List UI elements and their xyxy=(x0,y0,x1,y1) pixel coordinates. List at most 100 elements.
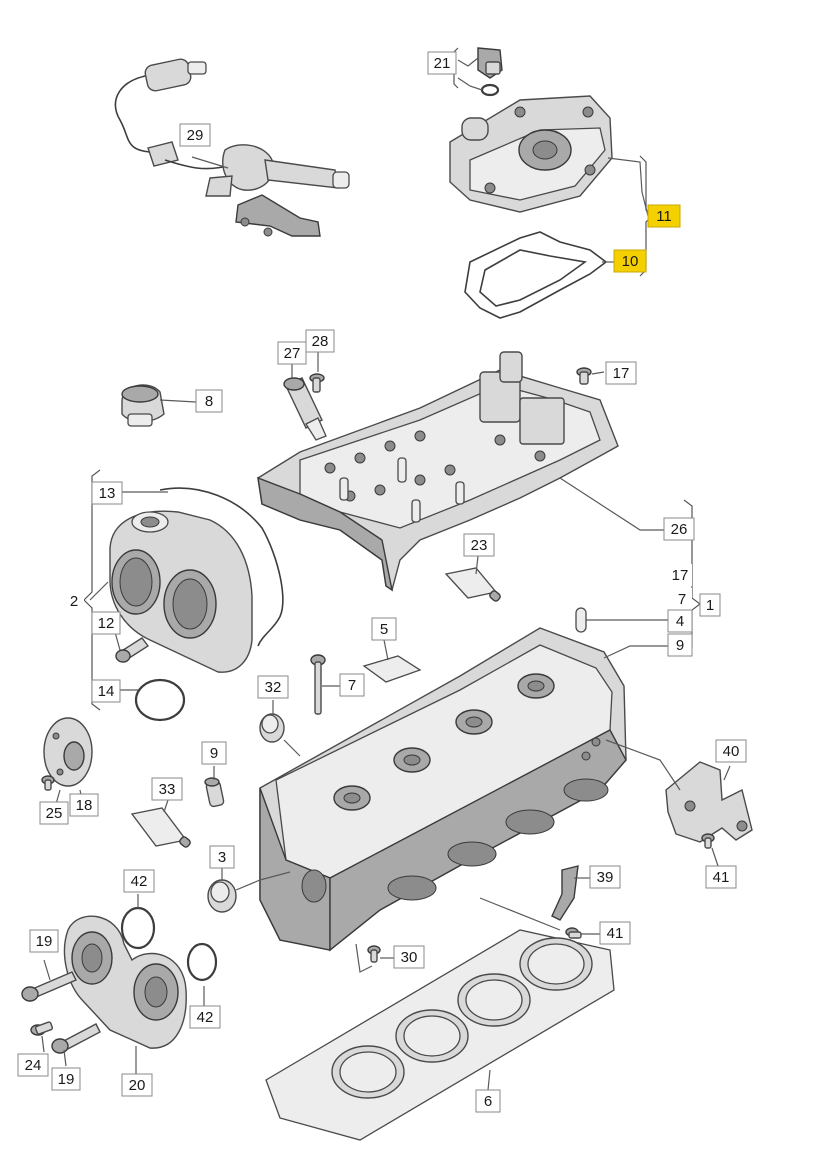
callout-28[interactable]: 28 xyxy=(305,329,335,353)
part-25-bolt[interactable] xyxy=(41,775,55,791)
callout-2: 2 xyxy=(64,590,84,612)
callout-5[interactable]: 5 xyxy=(371,617,397,641)
svg-text:40: 40 xyxy=(723,743,740,760)
callout-9-right[interactable]: 9 xyxy=(667,633,693,657)
svg-text:6: 6 xyxy=(484,1093,492,1110)
svg-text:17: 17 xyxy=(613,365,630,382)
callout-26[interactable]: 26 xyxy=(663,517,695,541)
part-18-flange[interactable] xyxy=(43,717,93,787)
callout-23[interactable]: 23 xyxy=(463,533,495,557)
callout-21[interactable]: 21 xyxy=(427,51,457,75)
callout-9-left[interactable]: 9 xyxy=(201,741,227,765)
part-27-valve[interactable] xyxy=(283,377,327,441)
part-6-head-gasket[interactable] xyxy=(265,929,615,1141)
part-30-bolt[interactable] xyxy=(367,945,381,963)
part-9-stud[interactable] xyxy=(204,777,225,808)
part-10-gasket[interactable] xyxy=(464,231,608,319)
svg-text:41: 41 xyxy=(607,925,624,942)
part-41-bolt-lower[interactable] xyxy=(565,927,582,939)
svg-text:18: 18 xyxy=(76,797,93,814)
part-7-head-bolt[interactable] xyxy=(310,654,326,715)
part-12-bolt[interactable] xyxy=(115,637,150,663)
callout-3[interactable]: 3 xyxy=(209,845,235,869)
leader-lines xyxy=(41,47,731,1091)
callout-32[interactable]: 32 xyxy=(257,675,289,699)
callout-41-lower[interactable]: 41 xyxy=(599,921,631,945)
callout-19-lower[interactable]: 19 xyxy=(51,1067,81,1091)
part-29-vacuum-assembly[interactable] xyxy=(114,58,350,237)
svg-text:42: 42 xyxy=(197,1009,214,1026)
part-21-sensor[interactable] xyxy=(477,47,503,97)
callout-14[interactable]: 14 xyxy=(91,679,121,703)
part-24-bolt[interactable] xyxy=(30,1021,54,1036)
part-13-cover-gasket[interactable] xyxy=(159,487,284,647)
svg-text:19: 19 xyxy=(58,1071,75,1088)
part-19-bolt-upper[interactable] xyxy=(21,971,77,1002)
callout-29[interactable]: 29 xyxy=(179,123,211,147)
callout-33[interactable]: 33 xyxy=(151,777,183,801)
callout-8[interactable]: 8 xyxy=(195,389,223,413)
callout-42-lower[interactable]: 42 xyxy=(189,1005,221,1029)
callout-12[interactable]: 12 xyxy=(91,611,121,635)
part-42-seal-lower[interactable] xyxy=(186,942,218,982)
part-14-seal-ring[interactable] xyxy=(134,678,186,722)
callout-24[interactable]: 24 xyxy=(17,1053,49,1077)
svg-text:3: 3 xyxy=(218,849,226,866)
part-40-bracket[interactable] xyxy=(665,761,753,843)
part-2-timing-cover[interactable] xyxy=(109,510,253,673)
callout-27[interactable]: 27 xyxy=(277,341,307,365)
callout-39[interactable]: 39 xyxy=(589,865,621,889)
part-3-plug[interactable] xyxy=(207,879,237,913)
part-5-bracket[interactable] xyxy=(362,655,422,683)
callout-18[interactable]: 18 xyxy=(69,793,99,817)
part-9-cylinder-head[interactable] xyxy=(259,627,627,952)
part-41-bolt-right[interactable] xyxy=(701,833,715,849)
part-26-head-cover[interactable] xyxy=(257,351,619,592)
svg-text:30: 30 xyxy=(401,949,418,966)
callout-1[interactable]: 1 xyxy=(699,593,721,617)
svg-text:17: 17 xyxy=(672,567,689,584)
svg-text:7: 7 xyxy=(678,591,686,608)
part-33-dowel[interactable] xyxy=(130,807,191,848)
svg-text:23: 23 xyxy=(471,537,488,554)
part-20-bearing-housing[interactable] xyxy=(63,915,187,1049)
svg-text:42: 42 xyxy=(131,873,148,890)
svg-text:41: 41 xyxy=(713,869,730,886)
callout-20[interactable]: 20 xyxy=(121,1073,153,1097)
part-39-bracket[interactable] xyxy=(551,865,579,921)
part-17-bolt[interactable] xyxy=(576,367,592,385)
callout-25[interactable]: 25 xyxy=(39,801,69,825)
part-19-bolt-lower[interactable] xyxy=(51,1023,101,1054)
callout-19-upper[interactable]: 19 xyxy=(29,929,59,953)
svg-text:7: 7 xyxy=(348,677,356,694)
svg-text:26: 26 xyxy=(671,521,688,538)
callout-13[interactable]: 13 xyxy=(91,481,123,505)
callout-10[interactable]: 10 xyxy=(613,249,647,273)
part-42-seal-upper[interactable] xyxy=(120,906,156,950)
part-8-filler-cap[interactable] xyxy=(121,384,165,427)
callout-7[interactable]: 7 xyxy=(339,673,365,697)
part-28-bolt[interactable] xyxy=(309,373,325,393)
svg-text:4: 4 xyxy=(676,613,684,630)
callout-7-side: 7 xyxy=(672,588,692,608)
svg-text:25: 25 xyxy=(46,805,63,822)
svg-text:14: 14 xyxy=(98,683,115,700)
svg-text:13: 13 xyxy=(99,485,116,502)
callout-17-top[interactable]: 17 xyxy=(605,361,637,385)
part-4-pin[interactable] xyxy=(575,607,587,633)
svg-text:39: 39 xyxy=(597,869,614,886)
part-32-plug[interactable] xyxy=(259,713,285,743)
callout-40[interactable]: 40 xyxy=(715,739,747,763)
svg-text:19: 19 xyxy=(36,933,53,950)
svg-text:1: 1 xyxy=(706,597,714,614)
callout-42-upper[interactable]: 42 xyxy=(123,869,155,893)
part-11-filter-housing[interactable] xyxy=(449,95,613,213)
svg-text:32: 32 xyxy=(265,679,282,696)
part-23-dowel[interactable] xyxy=(444,567,501,602)
callout-11[interactable]: 11 xyxy=(647,204,681,228)
callout-41-right[interactable]: 41 xyxy=(705,865,737,889)
callout-30[interactable]: 30 xyxy=(393,945,425,969)
callout-6[interactable]: 6 xyxy=(475,1089,501,1113)
callout-4[interactable]: 4 xyxy=(667,609,693,633)
